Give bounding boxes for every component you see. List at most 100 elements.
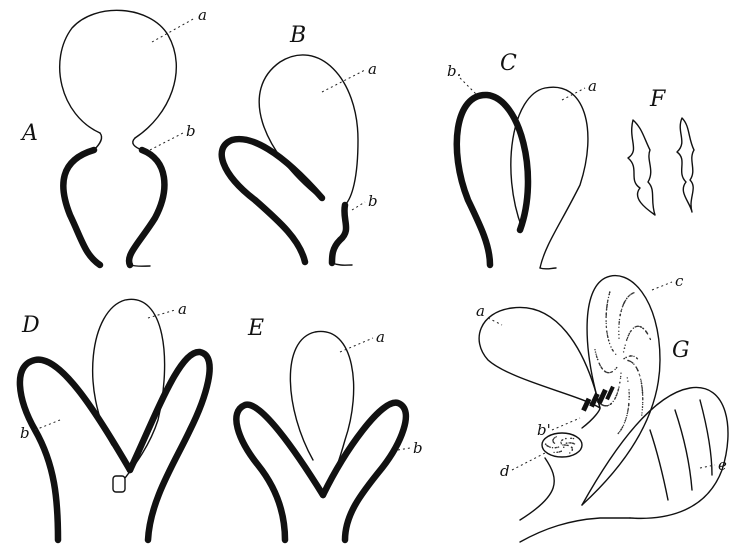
stipple-dot — [632, 293, 633, 294]
panel-e-leader-b — [398, 448, 410, 450]
panel-b-thick-stalk — [332, 205, 346, 263]
panel-e-thick-left — [236, 405, 323, 540]
stipple-dot — [628, 392, 629, 393]
stipple-dot — [566, 443, 567, 444]
panel-a-leader-a — [152, 18, 195, 42]
stipple-dot — [556, 436, 557, 437]
stipple-dot — [563, 447, 564, 448]
stipple-dot — [626, 340, 627, 341]
stipple-dot — [566, 445, 567, 446]
stipple-dot — [608, 339, 609, 340]
panel-f: F — [628, 87, 694, 215]
panel-g: G a c b' d e — [476, 272, 728, 542]
stipple-dot — [608, 297, 609, 298]
stipple-dot — [640, 379, 641, 380]
stipple-dot — [596, 357, 597, 358]
stipple-dot — [625, 300, 626, 301]
stipple-dot — [565, 438, 566, 439]
stipple-dot — [573, 438, 574, 439]
stipple-dot — [620, 378, 621, 379]
stipple-dot — [642, 404, 643, 405]
panel-g-base — [520, 518, 630, 542]
stipple-dot — [607, 333, 608, 334]
stipple-dot — [641, 414, 642, 415]
stipple-dot — [594, 349, 595, 350]
stipple-dot — [645, 330, 646, 331]
panel-a-label-a: a — [198, 6, 207, 24]
stipple-dot — [595, 354, 596, 355]
panel-b: B a b — [222, 23, 378, 265]
stipple-dot — [626, 415, 627, 416]
stipple-dot — [616, 395, 617, 396]
panel-a-label-b: b — [186, 122, 196, 140]
panel-e: E a b — [236, 316, 422, 540]
stipple-dot — [625, 420, 626, 421]
stipple-dot — [627, 409, 628, 410]
stipple-dot — [642, 407, 643, 408]
stipple-dot — [628, 360, 629, 361]
stipple-dot — [608, 372, 609, 373]
stipple-dot — [638, 326, 639, 327]
stipple-dot — [605, 320, 606, 321]
panel-c-leader-b — [460, 78, 476, 94]
stipple-dot — [642, 409, 643, 410]
stipple-dot — [619, 321, 620, 322]
panel-d-label-a: a — [178, 300, 187, 318]
stipple-dot — [641, 412, 642, 413]
panel-c-label-a: a — [588, 77, 597, 95]
panel-c-letter: C — [500, 51, 517, 76]
stipple-dot — [619, 431, 620, 432]
panel-g-lobe-e-ray-3 — [700, 400, 712, 475]
stipple-dot — [607, 302, 608, 303]
panel-d-small-body — [113, 476, 125, 492]
stipple-dot — [626, 417, 627, 418]
stipple-dot — [612, 349, 613, 350]
stipple-dot — [618, 323, 619, 324]
stipple-dot — [561, 451, 562, 452]
stipple-dot — [614, 398, 615, 399]
stipple-dot — [609, 291, 610, 292]
stipple-dot — [642, 402, 643, 403]
stipple-dot — [640, 326, 641, 327]
stipple-dot — [622, 427, 623, 428]
panel-d-letter: D — [21, 313, 40, 338]
stipple-dot — [630, 331, 631, 332]
panel-g-label-b-prime: b' — [537, 421, 551, 439]
stipple-dot — [547, 446, 548, 447]
stipple-dot — [553, 441, 554, 442]
panel-b-base — [332, 263, 352, 265]
stipple-dot — [615, 354, 616, 355]
stipple-dot — [608, 294, 609, 295]
stipple-dot — [624, 422, 625, 423]
panel-c-label-b: b. — [447, 62, 461, 80]
stipple-dot — [641, 385, 642, 386]
stipple-dot — [613, 401, 614, 402]
stipple-dot — [553, 439, 554, 440]
stipple-dot — [549, 446, 550, 447]
stipple-dot — [616, 367, 617, 368]
panel-f-fragment-left — [628, 120, 655, 215]
stipple-dot — [642, 390, 643, 391]
panel-g-lobe-e-ray-2 — [675, 410, 692, 490]
stipple-dot — [642, 328, 643, 329]
panel-g-label-c: c — [675, 272, 684, 290]
stipple-dot — [595, 351, 596, 352]
panel-e-vesicle — [290, 331, 353, 495]
stipple-dot — [625, 357, 626, 358]
stipple-dot — [598, 363, 599, 364]
panel-g-leader-c — [652, 282, 672, 290]
stipple-dot — [628, 335, 629, 336]
stipple-dot — [639, 374, 640, 375]
stipple-dot — [623, 304, 624, 305]
stipple-dot — [627, 413, 628, 414]
stipple-dot — [641, 382, 642, 383]
panel-a-leader-b — [150, 133, 183, 150]
stipple-dot — [624, 347, 625, 348]
stipple-dot — [606, 332, 607, 333]
stipple-dot — [618, 327, 619, 328]
panel-d-leader-b — [35, 420, 60, 430]
stipple-dot — [618, 338, 619, 339]
stipple-dot — [610, 346, 611, 347]
panel-a-thick-wall-right — [129, 150, 164, 265]
stipple-dot — [552, 447, 553, 448]
